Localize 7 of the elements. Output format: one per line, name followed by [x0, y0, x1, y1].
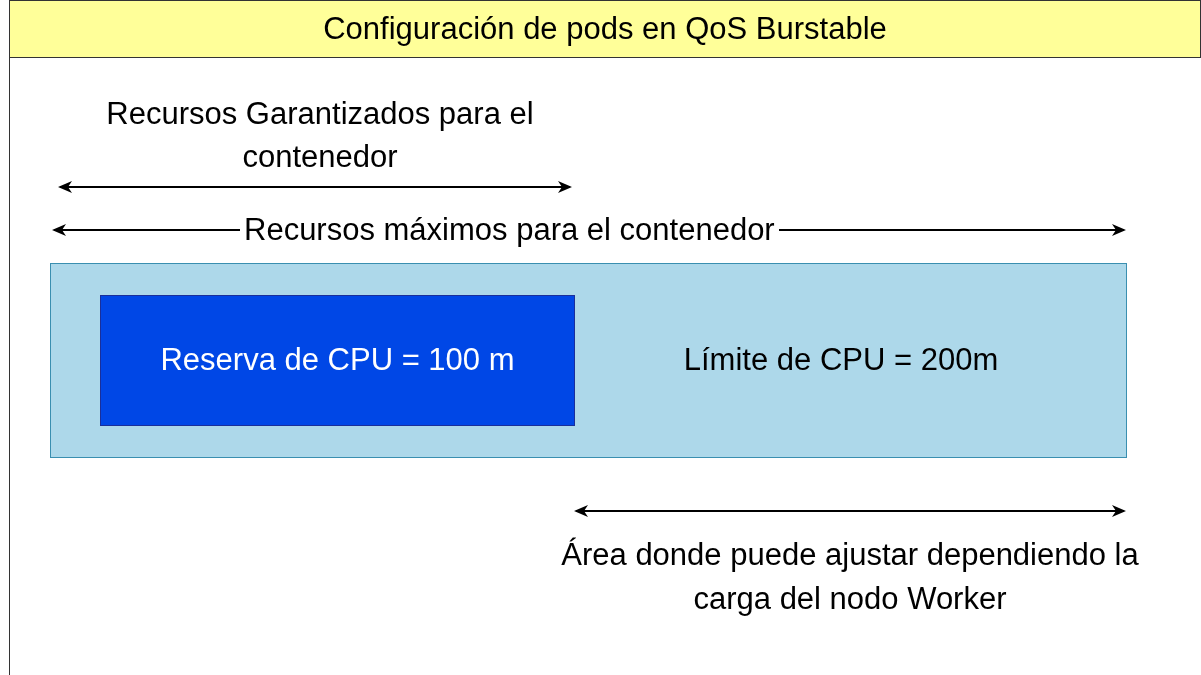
dimension-label: Área donde puede ajustar dependiendo la carga del nodo Worker — [560, 536, 1140, 618]
box-label: Límite de CPU = 200m — [683, 341, 999, 380]
title: Configuración de pods en QoS Burstable — [323, 9, 887, 48]
reserve-box — [100, 295, 575, 426]
box-label: Reserva de CPU = 100 m — [160, 341, 515, 380]
limit-box — [50, 263, 1127, 458]
dimension-label: Recursos Garantizados para el contenedor — [105, 95, 535, 176]
